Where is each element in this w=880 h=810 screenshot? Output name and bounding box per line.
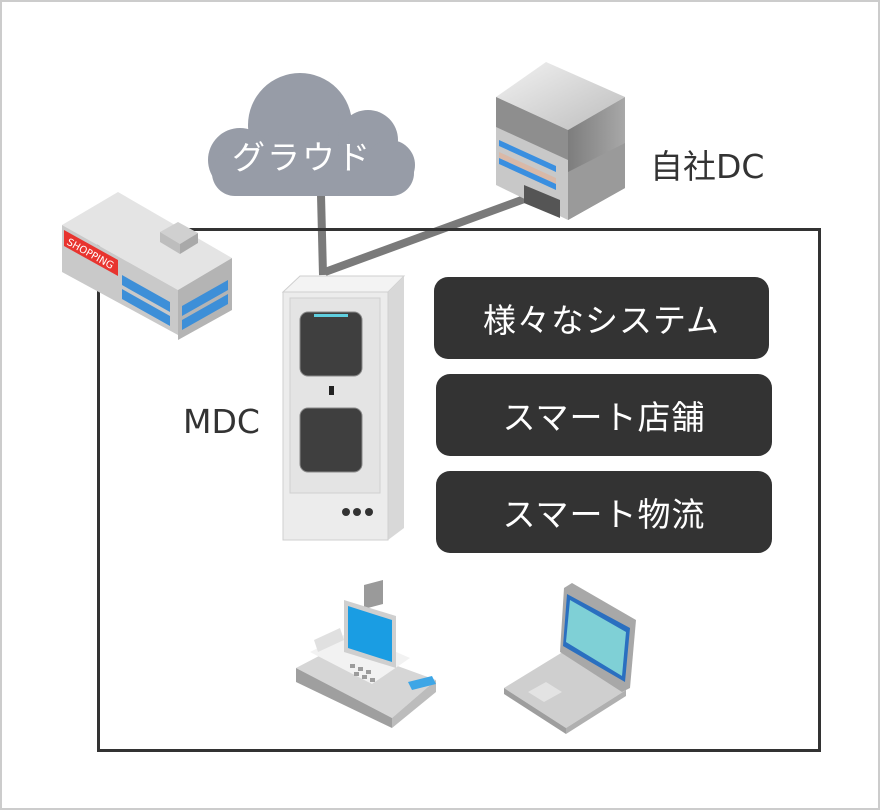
system-pill-label: スマート店舗 bbox=[502, 398, 706, 437]
mdc-label: MDC bbox=[183, 402, 260, 441]
edge-dc-to-mdc bbox=[323, 194, 529, 276]
cloud-label: グラウド bbox=[232, 138, 372, 177]
edge-cloud-to-mdc bbox=[317, 194, 327, 276]
system-pill-label: スマート物流 bbox=[502, 495, 706, 534]
own-dc-label: 自社DC bbox=[650, 147, 765, 186]
system-pill-label: 様々なシステム bbox=[482, 301, 720, 340]
system-pill-smart-store: スマート店舗 bbox=[436, 374, 772, 456]
site-boundary-frame bbox=[97, 228, 821, 752]
system-pill-various-systems: 様々なシステム bbox=[434, 277, 769, 359]
system-pill-smart-logistics: スマート物流 bbox=[436, 471, 772, 553]
